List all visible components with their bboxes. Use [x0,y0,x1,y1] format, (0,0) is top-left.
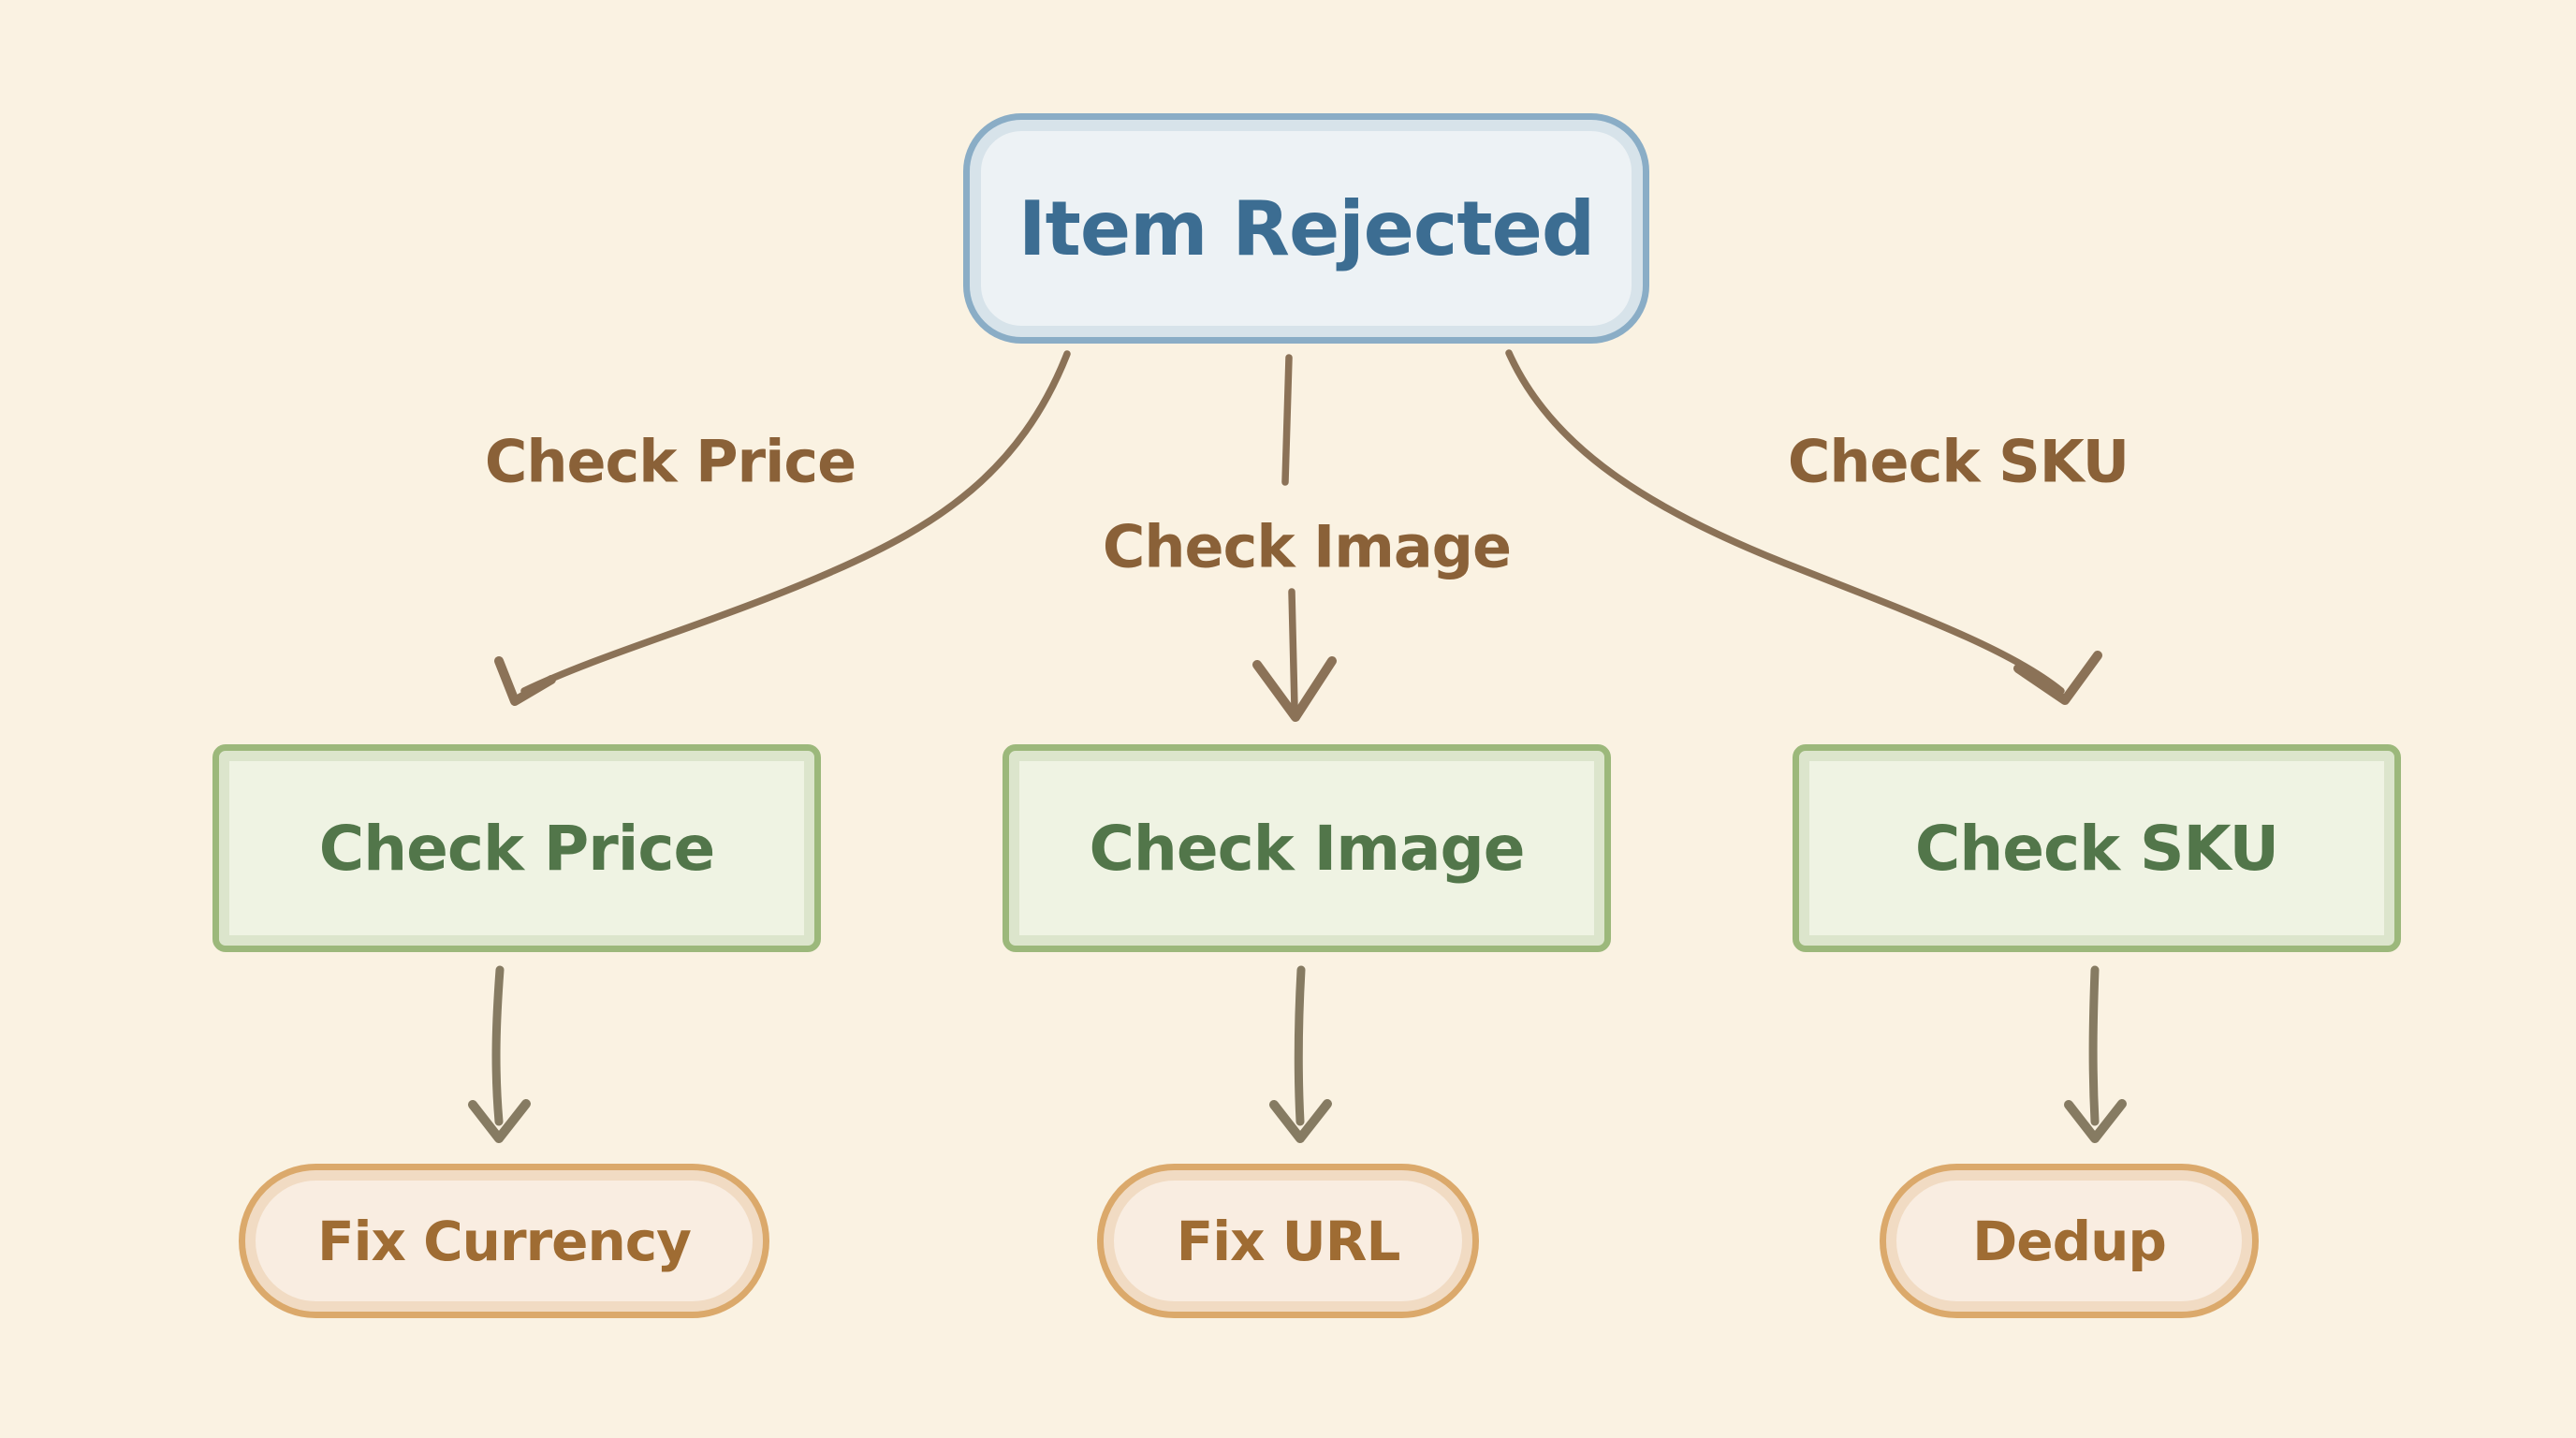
arrowhead-check-image-to-fix-url [1269,1099,1332,1143]
node-fix-url: Fix URL [1097,1164,1479,1318]
edge-label-check-price-text: Check Price [484,427,856,496]
arrow-root-to-check-price [520,350,1071,695]
edge-label-check-price: Check Price [485,428,856,496]
node-fix-url-label: Fix URL [1176,1209,1401,1273]
arrow-root-to-check-image-upper [1281,354,1293,486]
arrowhead-root-to-check-sku [2013,651,2102,705]
arrowhead-root-to-check-price [494,656,556,706]
arrow-root-to-check-image-lower [1288,588,1298,712]
node-dedup: Dedup [1880,1164,2259,1318]
node-check-sku-label: Check SKU [1914,812,2279,885]
edge-label-check-sku-text: Check SKU [1787,427,2130,496]
node-fix-currency: Fix Currency [239,1164,769,1318]
arrowhead-check-price-to-fix-currency [468,1099,531,1143]
node-check-sku: Check SKU [1793,744,2401,952]
node-check-image-label: Check Image [1089,812,1525,885]
node-fix-currency-label: Fix Currency [317,1209,692,1273]
node-dedup-label: Dedup [1972,1209,2167,1273]
arrowhead-root-to-check-image [1252,656,1337,722]
node-item-rejected: Item Rejected [963,113,1649,344]
node-check-image: Check Image [1003,744,1611,952]
arrowhead-check-sku-to-dedup [2064,1099,2127,1143]
node-item-rejected-label: Item Rejected [1017,184,1595,272]
node-check-price-label: Check Price [318,812,716,885]
arrow-check-image-to-fix-url [1294,965,1306,1126]
edge-label-check-image-text: Check Image [1102,512,1512,581]
arrow-check-price-to-fix-currency [491,965,505,1126]
edge-label-check-sku: Check SKU [1787,427,2130,496]
arrow-root-to-check-sku [1505,349,2065,695]
arrow-check-sku-to-dedup [2088,965,2100,1126]
edge-label-check-image: Check Image [1102,512,1512,581]
node-check-price: Check Price [212,744,821,952]
